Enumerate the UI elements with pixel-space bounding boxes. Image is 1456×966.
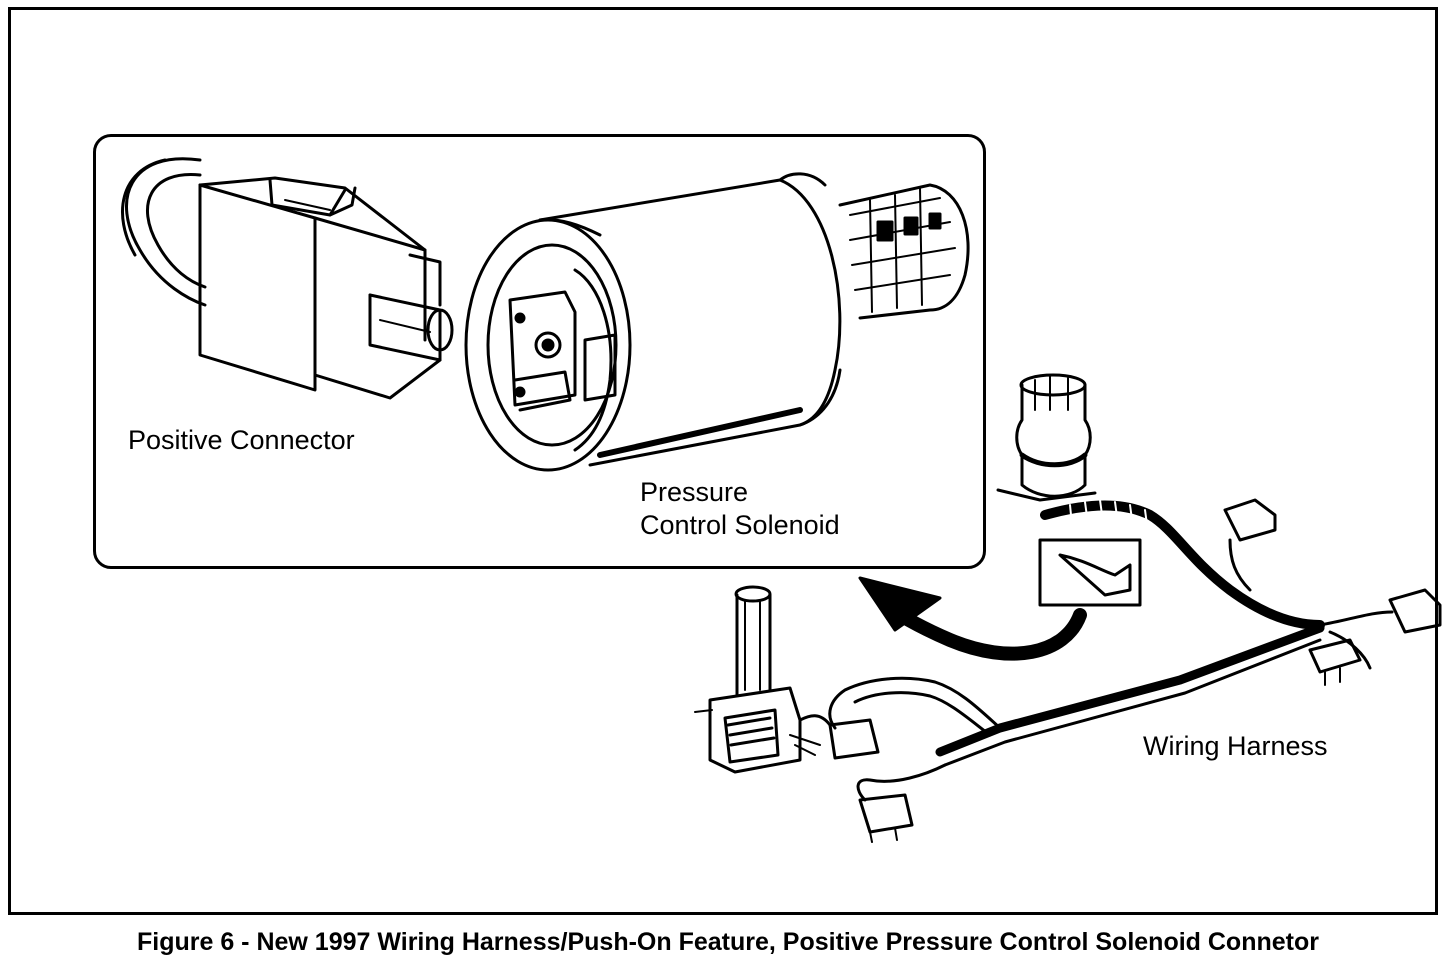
pressure-control-solenoid-drawing (464, 172, 970, 472)
positive-connector-drawing (121, 157, 454, 400)
detail-inset-box (93, 134, 986, 569)
figure-frame (8, 7, 1438, 915)
positive-connector-label: Positive Connector (128, 425, 355, 455)
pressure-control-solenoid-label: Pressure Control Solenoid (640, 476, 840, 542)
push-on-arrow (858, 576, 1087, 661)
wiring-harness-drawing (694, 373, 1442, 843)
figure-caption: Figure 6 - New 1997 Wiring Harness/Push-… (137, 928, 1319, 956)
pressure-control-solenoid-label-line2: Control Solenoid (640, 510, 840, 540)
wiring-harness-label: Wiring Harness (1143, 731, 1328, 761)
pressure-control-solenoid-label-line1: Pressure (640, 477, 749, 507)
